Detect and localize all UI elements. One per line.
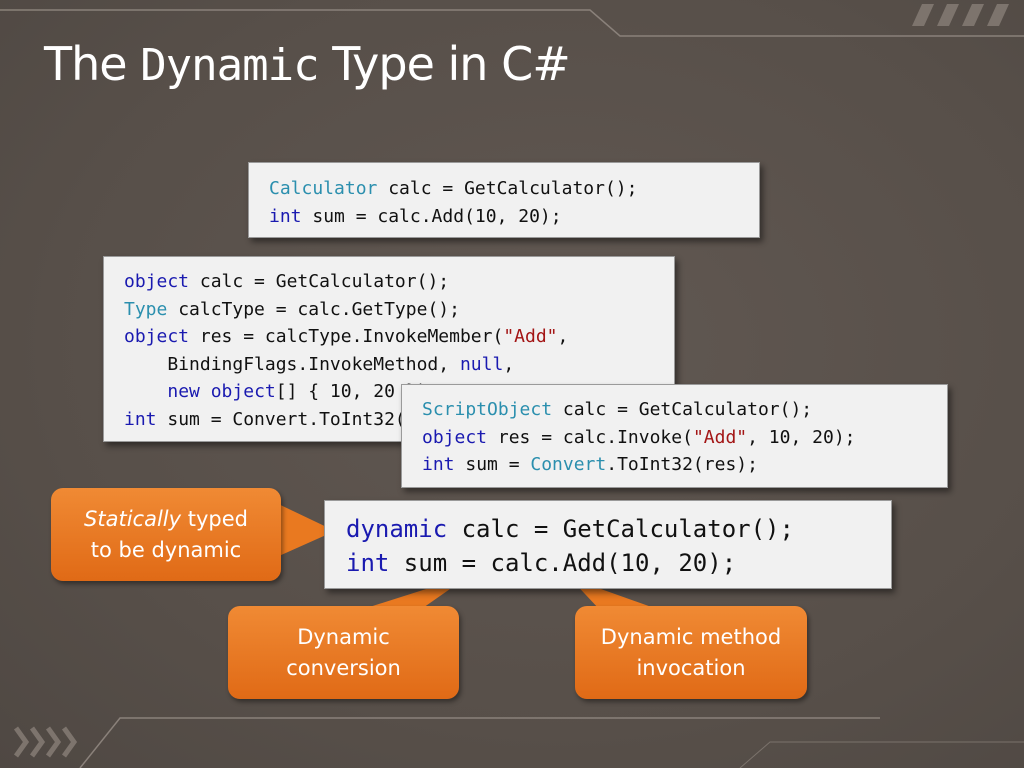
code-type: Calculator: [269, 178, 378, 199]
callout-static-pointer: [270, 500, 335, 560]
code-line: int sum = Convert.ToInt32(res);: [422, 451, 947, 479]
title-prefix: The: [44, 37, 141, 91]
code-line: Type calcType = calc.GetType();: [124, 296, 674, 324]
callout-statically-typed: Statically typed to be dynamic: [51, 488, 281, 581]
code-text: ,: [503, 353, 515, 375]
page-title: The Dynamic Type in C#: [44, 34, 571, 96]
callout-line: conversion: [286, 655, 401, 680]
code-line: object res = calc.Invoke("Add", 10, 20);: [422, 424, 947, 452]
code-text: [124, 381, 167, 402]
code-keyword: null: [459, 353, 504, 375]
code-type: Convert: [530, 454, 607, 475]
callout-line: Dynamic method: [600, 624, 782, 649]
bottom-accent-line-2: [739, 741, 1024, 768]
code-type: Type: [124, 298, 168, 320]
callout-text: Dynamic conversion: [286, 622, 401, 684]
code-line: object res = calcType.InvokeMember("Add"…: [124, 323, 674, 351]
callout-dynamic-conversion: Dynamic conversion: [228, 606, 459, 699]
code-block-dynamic: dynamic calc = GetCalculator();int sum =…: [324, 500, 892, 589]
callout-dynamic-method-invocation: Dynamic method invocation: [575, 606, 807, 699]
code-text: calc = GetCalculator();: [189, 271, 450, 292]
code-keyword: int: [269, 205, 302, 227]
top-accent-line: [0, 9, 1024, 37]
callout-line: Statically typed: [84, 504, 248, 535]
code-text: [200, 381, 211, 402]
code-keyword: int: [346, 549, 390, 577]
callout-text: Statically typed to be dynamic: [84, 504, 248, 566]
code-block-script-object: ScriptObject calc = GetCalculator();obje…: [401, 384, 948, 488]
code-keyword: dynamic: [346, 515, 448, 543]
code-line: int sum = calc.Add(10, 20);: [346, 546, 891, 580]
code-text: sum = calc.Add(10, 20);: [301, 205, 562, 227]
callout-line: Dynamic: [297, 624, 390, 649]
code-text: sum = calc.Add(10, 20);: [389, 549, 737, 577]
callout-text: Dynamic method invocation: [601, 622, 781, 684]
code-text: ,: [557, 326, 569, 347]
code-text: calc = GetCalculator();: [447, 515, 794, 543]
code-text: BindingFlags.InvokeMethod,: [124, 353, 460, 375]
code-text: sum =: [454, 454, 531, 475]
code-text: res = calcType.InvokeMember(: [189, 326, 504, 347]
code-keyword: int: [422, 454, 455, 475]
code-text: .ToInt32(res);: [606, 454, 758, 475]
code-keyword: object: [422, 426, 488, 448]
code-keyword: object: [124, 271, 190, 292]
code-text: calcType = calc.GetType();: [167, 298, 460, 320]
slash-stripes-icon: [912, 4, 1009, 26]
callout-line: invocation: [636, 655, 746, 680]
callout-emphasis: Statically: [84, 506, 182, 531]
code-line: BindingFlags.InvokeMethod, null,: [124, 351, 674, 379]
code-keyword: int: [124, 408, 157, 430]
code-text: calc = GetCalculator();: [552, 399, 813, 420]
code-keyword: object: [210, 381, 276, 402]
callout-line: to be dynamic: [90, 537, 242, 562]
title-code: Dynamic: [140, 40, 319, 91]
code-line: object calc = GetCalculator();: [124, 268, 674, 296]
code-string: "Add": [503, 326, 558, 347]
title-suffix: Type in C#: [318, 37, 571, 91]
code-line: int sum = calc.Add(10, 20);: [269, 203, 759, 231]
code-text: res = calc.Invoke(: [487, 426, 693, 448]
chevron-stripes-icon: [13, 726, 78, 758]
code-text: , 10, 20);: [747, 426, 856, 448]
callout-line-text: typed: [181, 506, 248, 531]
code-text: calc = GetCalculator();: [377, 178, 638, 199]
bottom-accent-line: [79, 717, 880, 768]
code-line: dynamic calc = GetCalculator();: [346, 512, 891, 546]
code-block-static-typed: Calculator calc = GetCalculator();int su…: [248, 162, 760, 238]
code-type: ScriptObject: [422, 399, 553, 420]
code-keyword: object: [124, 326, 190, 347]
code-string: "Add": [692, 426, 748, 448]
code-line: ScriptObject calc = GetCalculator();: [422, 396, 947, 424]
code-keyword: new: [167, 381, 200, 402]
code-line: Calculator calc = GetCalculator();: [269, 175, 759, 203]
